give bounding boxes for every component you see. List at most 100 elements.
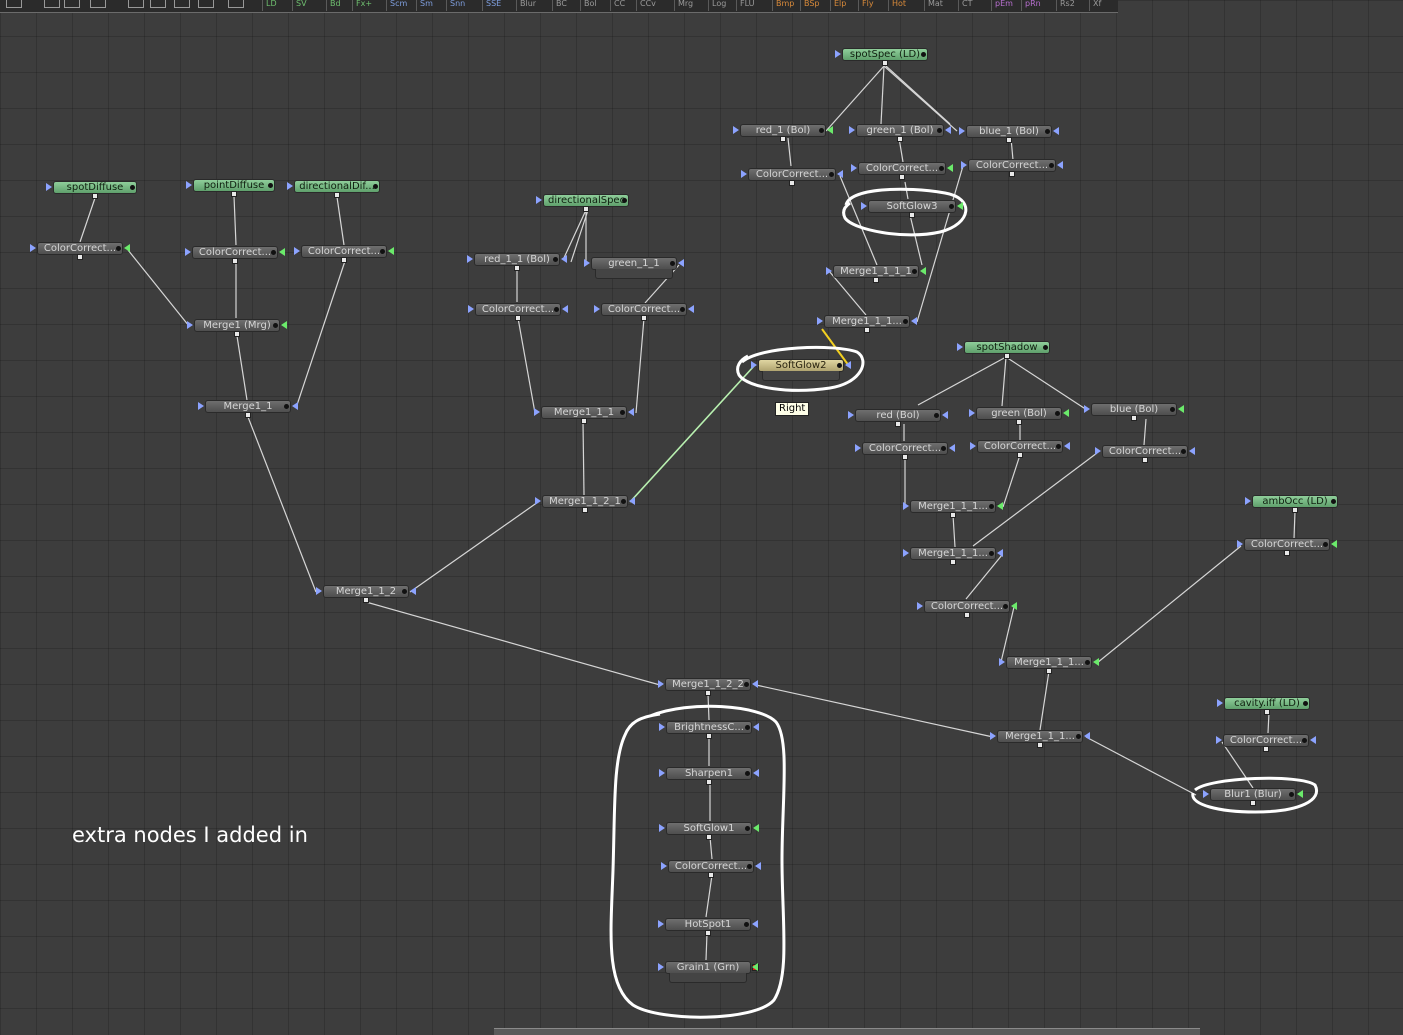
output-port[interactable]: [1076, 734, 1081, 739]
main-output-square[interactable]: [864, 327, 870, 333]
main-output-square[interactable]: [92, 193, 98, 199]
toolbar-icon[interactable]: [228, 0, 244, 8]
input-port[interactable]: [848, 411, 854, 419]
main-output-square[interactable]: [1016, 419, 1022, 425]
mask-port[interactable]: [562, 305, 568, 313]
toolbar-tool-mat[interactable]: Mat: [928, 0, 943, 8]
input-port[interactable]: [1084, 405, 1090, 413]
toolbar-tool-sv[interactable]: SV: [296, 0, 307, 8]
output-port[interactable]: [819, 128, 824, 133]
output-port[interactable]: [130, 185, 135, 190]
input-port[interactable]: [659, 723, 665, 731]
input-port[interactable]: [536, 196, 542, 204]
input-port[interactable]: [903, 549, 909, 557]
mask-port[interactable]: [1093, 658, 1099, 666]
input-port[interactable]: [1203, 790, 1209, 798]
main-output-square[interactable]: [1263, 746, 1269, 752]
main-output-square[interactable]: [582, 507, 588, 513]
output-port[interactable]: [402, 589, 407, 594]
main-output-square[interactable]: [706, 733, 712, 739]
input-port[interactable]: [659, 824, 665, 832]
main-output-square[interactable]: [1037, 742, 1043, 748]
output-port[interactable]: [949, 204, 954, 209]
main-output-square[interactable]: [1250, 800, 1256, 806]
toolbar-tool-flu[interactable]: FLU: [740, 0, 755, 8]
output-port[interactable]: [680, 307, 685, 312]
main-output-square[interactable]: [706, 779, 712, 785]
output-port[interactable]: [1170, 407, 1175, 412]
toolbar-icon[interactable]: [64, 0, 80, 8]
output-port[interactable]: [1302, 738, 1307, 743]
main-output-square[interactable]: [514, 265, 520, 271]
output-port[interactable]: [1323, 542, 1328, 547]
input-port[interactable]: [855, 444, 861, 452]
main-output-square[interactable]: [245, 412, 251, 418]
main-output-square[interactable]: [902, 454, 908, 460]
input-port[interactable]: [733, 126, 739, 134]
output-port[interactable]: [1331, 499, 1336, 504]
toolbar-icon[interactable]: [44, 0, 60, 8]
input-port[interactable]: [661, 862, 667, 870]
toolbar-tool-elp[interactable]: Elp: [834, 0, 847, 8]
output-port[interactable]: [1289, 792, 1294, 797]
output-port[interactable]: [744, 682, 749, 687]
toolbar-tool-log[interactable]: Log: [712, 0, 727, 8]
main-output-square[interactable]: [515, 315, 521, 321]
output-port[interactable]: [273, 323, 278, 328]
mask-port[interactable]: [678, 259, 684, 267]
mask-port[interactable]: [827, 126, 833, 134]
main-output-square[interactable]: [706, 834, 712, 840]
output-port[interactable]: [1181, 449, 1186, 454]
input-port[interactable]: [1217, 699, 1223, 707]
input-port[interactable]: [957, 343, 963, 351]
output-port[interactable]: [837, 363, 842, 368]
input-port[interactable]: [316, 587, 322, 595]
mask-port[interactable]: [628, 408, 634, 416]
output-port[interactable]: [989, 551, 994, 556]
output-port[interactable]: [380, 249, 385, 254]
input-port[interactable]: [969, 409, 975, 417]
input-port[interactable]: [999, 658, 1005, 666]
mask-port[interactable]: [957, 202, 963, 210]
main-output-square[interactable]: [895, 421, 901, 427]
mask-port[interactable]: [561, 255, 567, 263]
input-port[interactable]: [835, 50, 841, 58]
input-port[interactable]: [658, 920, 664, 928]
input-port[interactable]: [751, 361, 757, 369]
toolbar-tool-cc[interactable]: CC: [614, 0, 626, 8]
input-port[interactable]: [185, 248, 191, 256]
input-port[interactable]: [534, 408, 540, 416]
output-port[interactable]: [670, 261, 675, 266]
input-port[interactable]: [535, 497, 541, 505]
input-port[interactable]: [30, 244, 36, 252]
mask-port[interactable]: [945, 126, 951, 134]
output-port[interactable]: [747, 864, 752, 869]
toolbar-icon[interactable]: [6, 0, 22, 8]
input-port[interactable]: [1216, 736, 1222, 744]
output-port[interactable]: [284, 404, 289, 409]
output-port[interactable]: [1045, 129, 1050, 134]
main-output-square[interactable]: [705, 930, 711, 936]
output-port[interactable]: [621, 499, 626, 504]
input-port[interactable]: [990, 732, 996, 740]
input-port[interactable]: [851, 164, 857, 172]
mask-port[interactable]: [1189, 447, 1195, 455]
output-port[interactable]: [934, 413, 939, 418]
main-output-square[interactable]: [708, 872, 714, 878]
main-output-square[interactable]: [964, 612, 970, 618]
output-port[interactable]: [1043, 345, 1048, 350]
mask-port[interactable]: [947, 164, 953, 172]
output-port[interactable]: [271, 250, 276, 255]
mask-port[interactable]: [279, 248, 285, 256]
mask-port[interactable]: [942, 411, 948, 419]
input-port[interactable]: [917, 602, 923, 610]
input-port[interactable]: [961, 161, 967, 169]
toolbar-icon[interactable]: [90, 0, 106, 8]
input-port[interactable]: [1245, 497, 1251, 505]
toolbar-tool-sm[interactable]: Sm: [420, 0, 433, 8]
main-output-square[interactable]: [231, 191, 237, 197]
main-output-square[interactable]: [1006, 137, 1012, 143]
main-output-square[interactable]: [873, 277, 879, 283]
toolbar-icon[interactable]: [150, 0, 166, 8]
main-output-square[interactable]: [641, 315, 647, 321]
